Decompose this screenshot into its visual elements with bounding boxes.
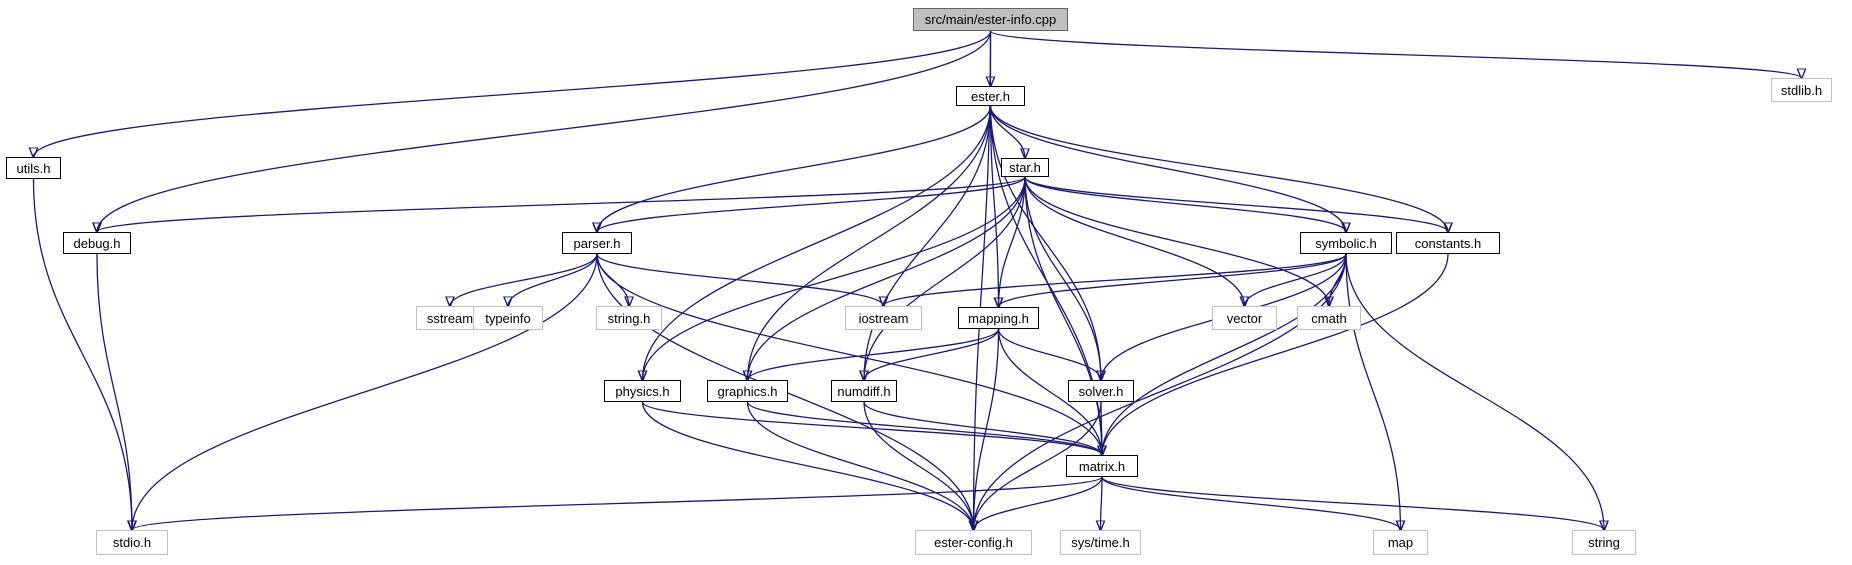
node-utils[interactable]: utils.h — [6, 157, 61, 179]
edge-debug-to-stdio — [96, 253, 132, 530]
node-root[interactable]: src/main/ester-info.cpp — [913, 8, 1068, 31]
edge-star-to-debug — [97, 176, 1026, 232]
node-solver[interactable]: solver.h — [1068, 380, 1134, 402]
edge-ester-to-parser — [597, 105, 992, 232]
edge-mapping-to-solver — [997, 328, 1102, 380]
edge-root-to-utils — [34, 30, 992, 157]
node-esterconfig[interactable]: ester-config.h — [915, 530, 1032, 555]
edge-ester-to-constants — [989, 105, 1449, 232]
edge-root-to-debug — [97, 30, 992, 232]
node-mapping[interactable]: mapping.h — [958, 307, 1039, 329]
edge-star-to-constants — [1024, 176, 1448, 232]
edge-symbolic-to-matrix — [1102, 253, 1347, 455]
edge-parser-to-sstream — [450, 253, 598, 306]
edge-matrix-to-systime — [1101, 476, 1103, 530]
edge-star-to-physics — [643, 176, 1026, 380]
edge-utils-to-stdio — [32, 178, 133, 530]
node-string[interactable]: string — [1572, 530, 1636, 555]
edge-parser-to-matrix — [596, 253, 1102, 455]
node-numdiff[interactable]: numdiff.h — [831, 380, 897, 402]
edge-matrix-to-esterconfig — [974, 476, 1103, 530]
edge-numdiff-to-matrix — [863, 401, 1102, 455]
edge-ester-to-mapping — [989, 105, 999, 307]
edge-star-to-mapping — [999, 176, 1026, 307]
edge-matrix-to-string — [1101, 476, 1604, 530]
node-cmath[interactable]: cmath — [1297, 306, 1361, 330]
node-vector[interactable]: vector — [1212, 306, 1277, 330]
edge-star-to-matrix — [1024, 176, 1102, 455]
edge-star-to-graphics — [748, 176, 1026, 380]
node-graphics[interactable]: graphics.h — [707, 380, 788, 402]
edge-star-to-cmath — [1024, 176, 1329, 306]
edge-symbolic-to-vector — [1245, 253, 1347, 306]
edge-symbolic-to-mapping — [999, 253, 1347, 307]
edge-symbolic-to-string — [1345, 253, 1604, 530]
edge-matrix-to-stdio — [132, 476, 1103, 530]
node-iostream[interactable]: iostream — [845, 306, 922, 330]
edge-ester-to-numdiff — [864, 105, 992, 380]
edge-symbolic-to-esterconfig — [974, 253, 1347, 530]
node-physics[interactable]: physics.h — [604, 380, 681, 402]
node-sstream[interactable]: sstream — [416, 306, 484, 330]
edge-solver-to-esterconfig — [974, 401, 1102, 530]
edge-physics-to-esterconfig — [641, 401, 974, 530]
node-debug[interactable]: debug.h — [63, 232, 131, 254]
edge-parser-to-stdio — [132, 253, 598, 530]
node-systime[interactable]: sys/time.h — [1060, 530, 1141, 555]
node-star[interactable]: star.h — [1001, 158, 1049, 177]
edge-graphics-to-matrix — [746, 401, 1103, 455]
edge-mapping-to-matrix — [997, 328, 1103, 455]
edge-ester-to-physics — [643, 105, 992, 380]
edge-star-to-symbolic — [1024, 176, 1346, 232]
edge-mapping-to-graphics — [748, 328, 1000, 380]
node-typeinfo[interactable]: typeinfo — [473, 306, 543, 330]
edge-symbolic-to-iostream — [884, 253, 1347, 306]
edge-constants-to-matrix — [1102, 253, 1449, 455]
node-stdio[interactable]: stdio.h — [96, 530, 168, 555]
edge-numdiff-to-esterconfig — [863, 401, 974, 530]
node-parser[interactable]: parser.h — [562, 232, 632, 254]
edge-star-to-numdiff — [864, 176, 1026, 380]
node-matrix[interactable]: matrix.h — [1066, 455, 1138, 477]
edge-root-to-stdlib — [989, 30, 1802, 78]
edge-ester-to-solver — [989, 105, 1102, 380]
edge-symbolic-to-map — [1345, 253, 1401, 530]
node-symbolic[interactable]: symbolic.h — [1300, 232, 1392, 254]
node-stdlib[interactable]: stdlib.h — [1771, 78, 1832, 102]
node-constants[interactable]: constants.h — [1396, 232, 1500, 254]
edge-matrix-to-map — [1101, 476, 1401, 530]
edge-parser-to-iostream — [596, 253, 884, 306]
node-map[interactable]: map — [1373, 530, 1428, 555]
edge-graphics-to-esterconfig — [746, 401, 974, 530]
edge-mapping-to-numdiff — [864, 328, 1000, 380]
node-string_h[interactable]: string.h — [596, 306, 662, 330]
edge-star-to-solver — [1024, 176, 1101, 380]
edge-star-to-vector — [1024, 176, 1245, 306]
edge-parser-to-typeinfo — [508, 253, 598, 306]
edge-star-to-parser — [597, 176, 1026, 232]
node-ester[interactable]: ester.h — [956, 86, 1025, 106]
